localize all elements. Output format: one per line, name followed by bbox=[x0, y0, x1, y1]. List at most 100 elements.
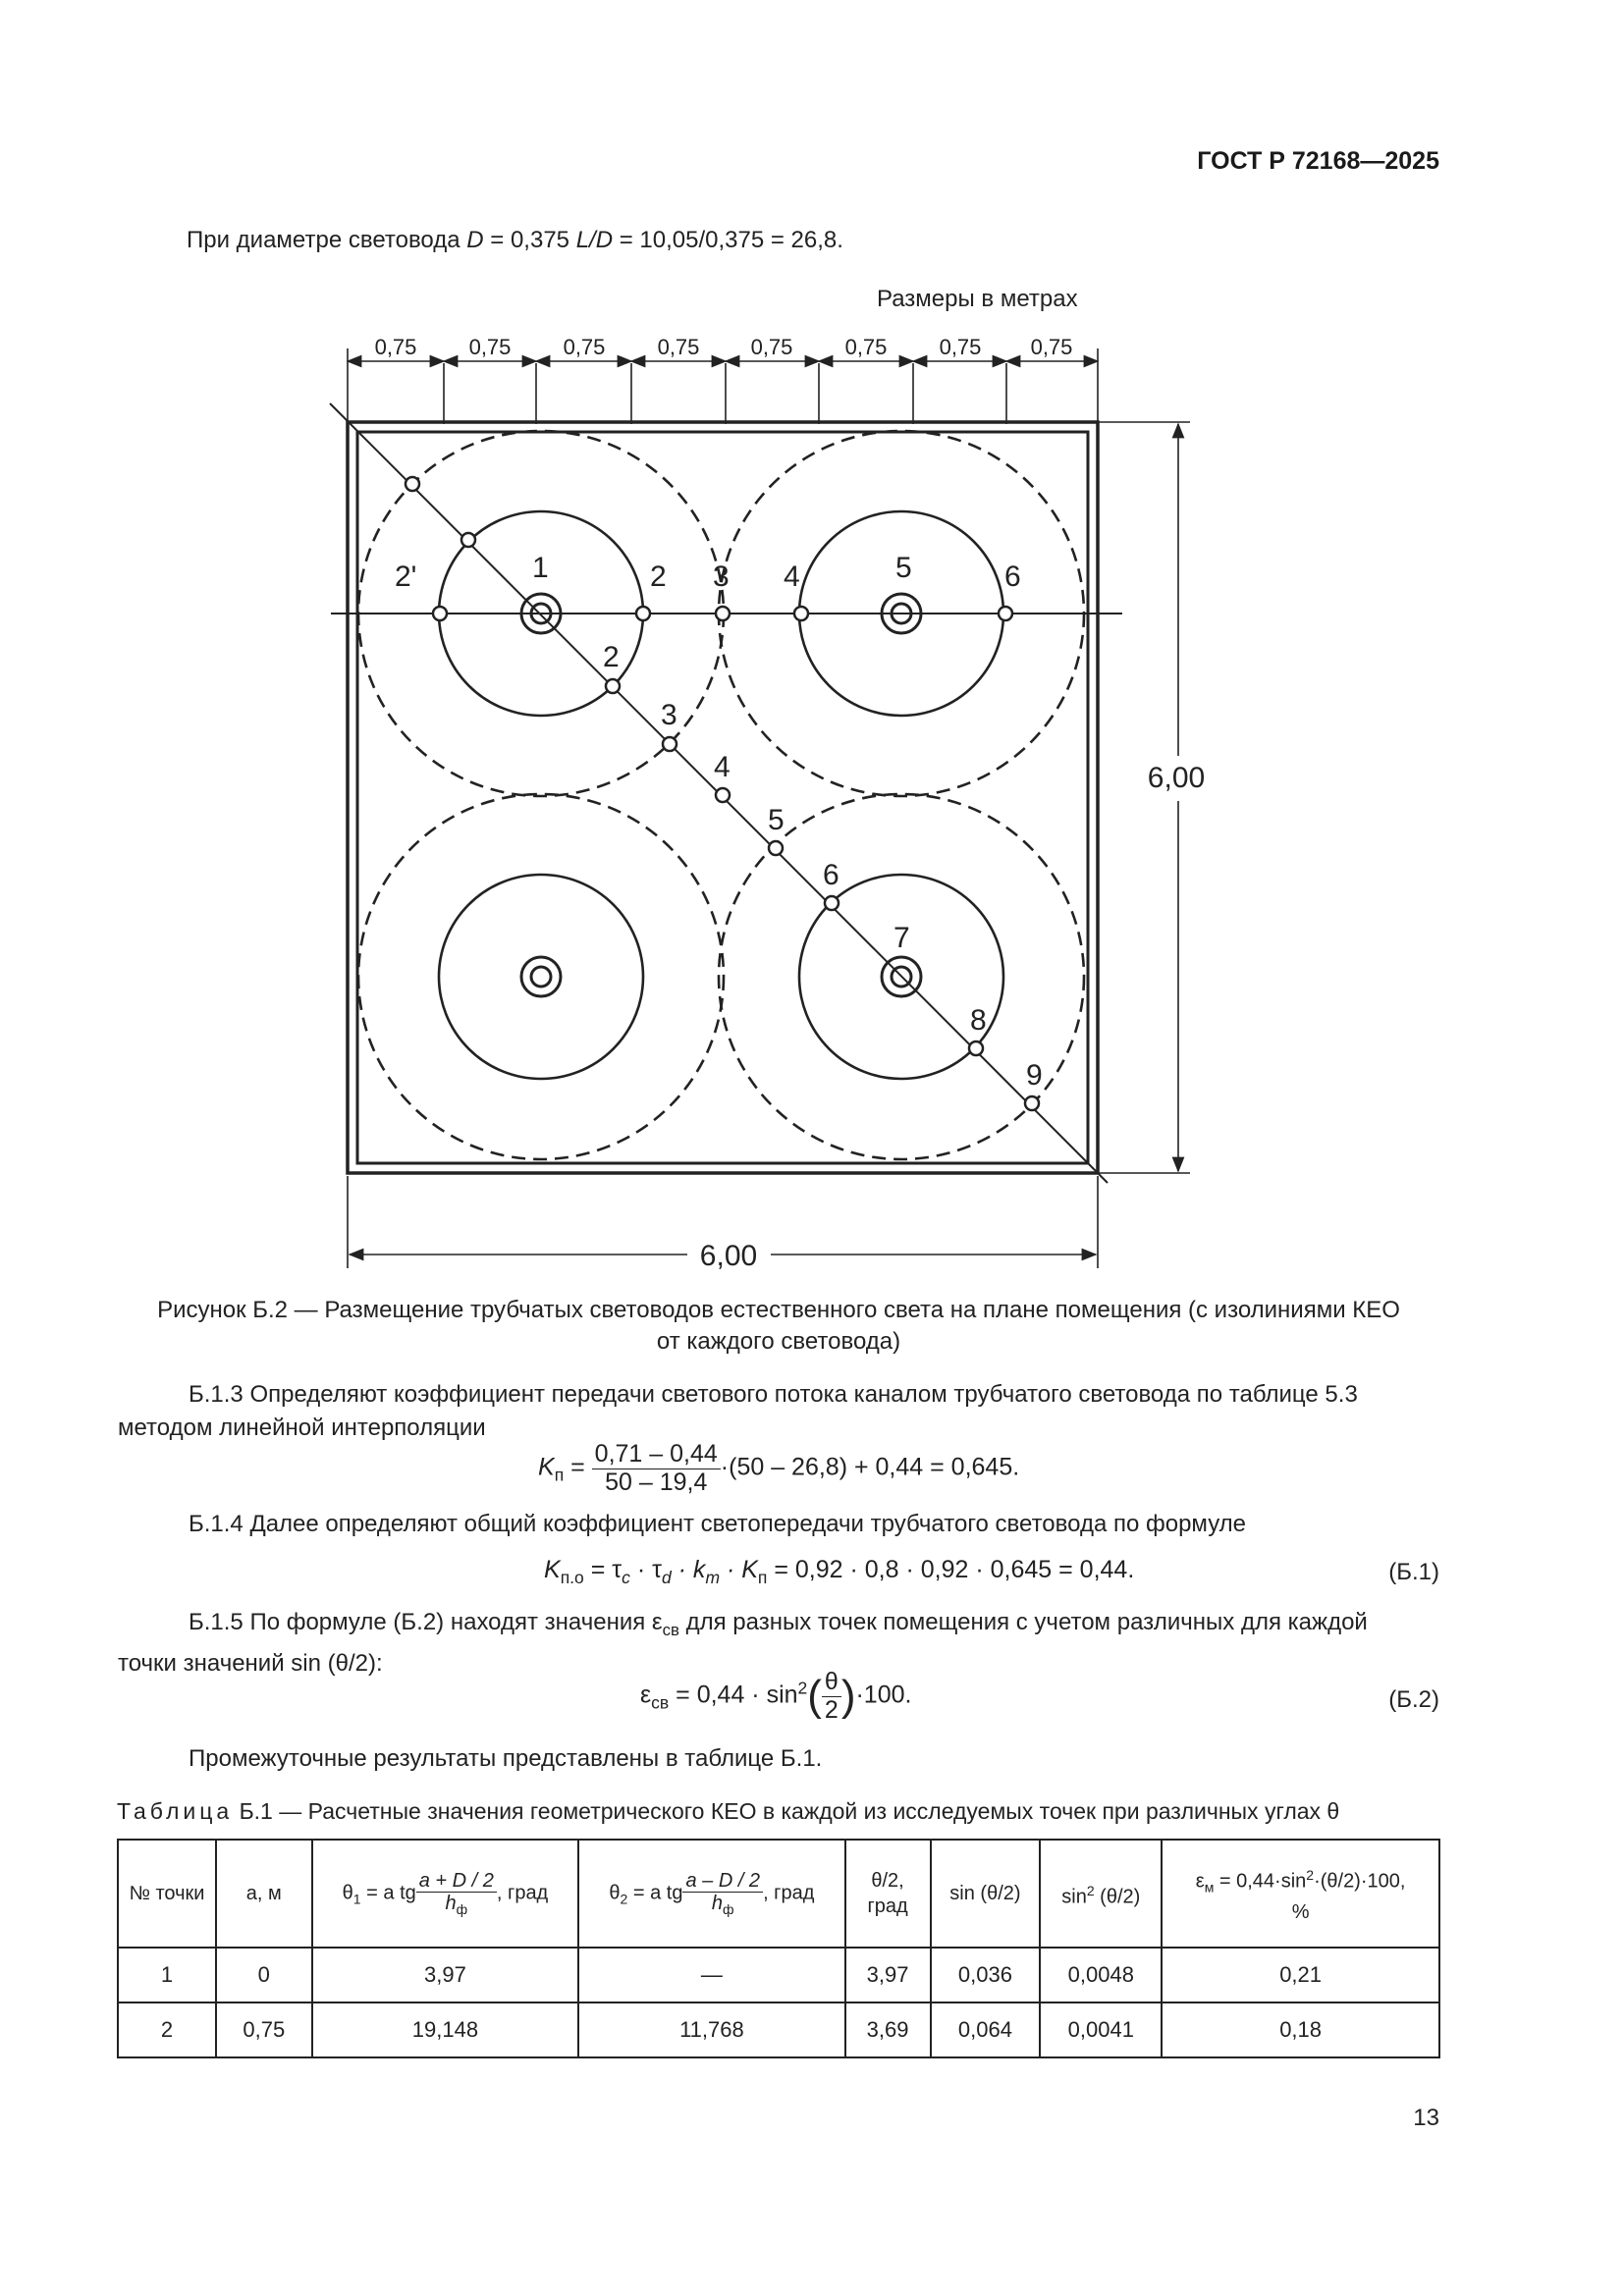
eps-tail: ·100. bbox=[855, 1681, 912, 1709]
intro-pre: При диаметре световода bbox=[187, 227, 467, 253]
point-labels: 2' 1 2 3 4 5 6 2 3 4 5 6 7 8 9 bbox=[395, 552, 1043, 1092]
paren-open: ( bbox=[807, 1672, 822, 1720]
units-note: Размеры в метрах bbox=[877, 286, 1078, 312]
kp-symbol: K bbox=[538, 1453, 555, 1481]
dim-label: 0,75 bbox=[940, 335, 982, 359]
kp-denominator: 50 – 19,4 bbox=[605, 1468, 708, 1496]
col-header-sin2: sin2 (θ/2) bbox=[1039, 1839, 1164, 1949]
kpo-mid-3: · K bbox=[720, 1556, 758, 1583]
bottom-dim-label: 6,00 bbox=[700, 1240, 757, 1272]
table-cell: 0 bbox=[214, 1947, 313, 2003]
kp-fraction: 0,71 – 0,44 50 – 19,4 bbox=[591, 1440, 721, 1496]
sin2-sup: 2 bbox=[1086, 1882, 1095, 1898]
table-cell: 19,148 bbox=[310, 2002, 580, 2058]
eps-subscript: св bbox=[662, 1620, 679, 1639]
kpo-eq-tau: = τ bbox=[583, 1556, 623, 1583]
theta-den: 2 bbox=[824, 1695, 839, 1724]
theta-num: θ bbox=[821, 1668, 841, 1697]
point-label: 6 bbox=[1004, 561, 1021, 593]
dim-label: 0,75 bbox=[751, 335, 793, 359]
theta1-den-sub: ф bbox=[456, 1900, 468, 1917]
col-header-point: № точки bbox=[117, 1839, 217, 1949]
eps-sin: = 0,44 · sin bbox=[669, 1681, 798, 1709]
b13-line-2: методом линейной интерполяции bbox=[118, 1415, 486, 1441]
point-label: 3 bbox=[661, 699, 677, 731]
equation-number-b2: (Б.2) bbox=[1388, 1686, 1439, 1713]
table-cell: 0,18 bbox=[1161, 2002, 1440, 2058]
dim-label: 0,75 bbox=[658, 335, 700, 359]
point-label: 2 bbox=[603, 641, 620, 673]
figure-caption: Рисунок Б.2 — Размещение трубчатых свето… bbox=[118, 1295, 1439, 1358]
sin2-sin: sin bbox=[1061, 1886, 1087, 1908]
kpo-mid-2: · k bbox=[671, 1556, 706, 1583]
table-row: 1 0 3,97 — 3,97 0,036 0,0048 0,21 bbox=[117, 1947, 1440, 2003]
paragraph-b15: Б.1.5 По формуле (Б.2) находят значения … bbox=[118, 1606, 1439, 1681]
point-label: 2' bbox=[395, 561, 416, 593]
intro-rest: = 10,05/0,375 = 26,8. bbox=[613, 227, 843, 253]
eps-m-formula-a: = 0,44·sin bbox=[1214, 1870, 1307, 1893]
kpo-result: = 0,92 · 0,8 · 0,92 · 0,645 = 0,44. bbox=[767, 1556, 1135, 1583]
theta2-atg: = a tg bbox=[627, 1882, 683, 1904]
measurement-points bbox=[404, 475, 1041, 1112]
k-m-subscript: m bbox=[705, 1568, 721, 1587]
eps-symbol: ε bbox=[640, 1681, 652, 1709]
side-dim-label: 6,00 bbox=[1148, 762, 1205, 794]
table-cell: 3,97 bbox=[310, 1947, 580, 2003]
theta1-den: h bbox=[445, 1892, 457, 1914]
table-cell: 2 bbox=[117, 2002, 217, 2058]
sin2-arg: (θ/2) bbox=[1094, 1886, 1141, 1908]
point-label: 9 bbox=[1026, 1059, 1043, 1092]
theta2-unit: , град bbox=[763, 1882, 815, 1904]
kpo-mid-1: · τ bbox=[629, 1556, 662, 1583]
interim-results-text: Промежуточные результаты представлены в … bbox=[189, 1745, 823, 1772]
point-label: 4 bbox=[714, 751, 731, 783]
room-outer-wall bbox=[346, 420, 1100, 1175]
col-header-eps: εм = 0,44·sin2·(θ/2)·100,% bbox=[1161, 1839, 1440, 1949]
table-cell: 0,75 bbox=[214, 2002, 313, 2058]
theta2-num: a – D / 2 bbox=[682, 1870, 764, 1893]
col-header-half-theta: θ/2, град bbox=[843, 1839, 932, 1949]
b15-line-1b: для разных точек помещения с учетом разл… bbox=[678, 1609, 1368, 1635]
table-cell: 0,036 bbox=[929, 1947, 1042, 2003]
eps-m-formula-b: ·(θ/2)·100, bbox=[1314, 1870, 1406, 1893]
paren-close: ) bbox=[840, 1672, 856, 1720]
formula-kpo: Kп.о = τc · τd · km · Kп = 0,92 · 0,8 · … bbox=[544, 1556, 1134, 1588]
theta1-symbol: θ bbox=[342, 1882, 353, 1904]
table-cell: 11,768 bbox=[577, 2002, 846, 2058]
paragraph-b14: Б.1.4 Далее определяют общий коэффициент… bbox=[189, 1511, 1247, 1537]
kpo-subscript: п.о bbox=[560, 1568, 584, 1587]
eps-sup: 2 bbox=[797, 1678, 808, 1698]
table-title: Таблица Б.1 — Расчетные значения геометр… bbox=[117, 1798, 1339, 1825]
eps-m-unit: % bbox=[1291, 1901, 1310, 1924]
theta1-atg: = a tg bbox=[360, 1882, 416, 1904]
table-cell: 0,21 bbox=[1161, 1947, 1440, 2003]
dim-label: 0,75 bbox=[375, 335, 417, 359]
eps-lhs-subscript: св bbox=[651, 1692, 670, 1713]
paragraph-b13: Б.1.3 Определяют коэффициент передачи св… bbox=[118, 1378, 1439, 1445]
table-cell: 3,97 bbox=[843, 1947, 932, 2003]
theta1-num: a + D / 2 bbox=[415, 1870, 497, 1893]
intro-ld-symbol: L/D bbox=[575, 227, 614, 253]
b15-line-1a: Б.1.5 По формуле (Б.2) находят значения … bbox=[189, 1609, 663, 1635]
point-label: 6 bbox=[823, 859, 839, 891]
dim-label: 0,75 bbox=[564, 335, 606, 359]
col-header-sin: sin (θ/2) bbox=[929, 1839, 1042, 1949]
table-title-word: Таблица bbox=[117, 1798, 234, 1824]
caption-line-2: от каждого световода) bbox=[656, 1328, 901, 1355]
table-title-text: Б.1 — Расчетные значения геометрического… bbox=[233, 1798, 1340, 1824]
point-label: 3 bbox=[713, 561, 730, 593]
room-plan-figure: 0,75 0,75 0,75 0,75 0,75 0,75 0,75 0,75 … bbox=[329, 335, 1206, 1272]
dim-label: 0,75 bbox=[845, 335, 888, 359]
equation-number-b1: (Б.1) bbox=[1388, 1559, 1439, 1585]
theta2-den-sub: ф bbox=[723, 1900, 734, 1917]
point-label: 4 bbox=[784, 561, 800, 593]
kpo-symbol: K bbox=[544, 1556, 561, 1583]
point-label: 2 bbox=[650, 561, 667, 593]
theta1-sub: 1 bbox=[352, 1891, 361, 1907]
table-cell: 3,69 bbox=[843, 2002, 932, 2058]
page-number: 13 bbox=[1413, 2105, 1439, 2131]
